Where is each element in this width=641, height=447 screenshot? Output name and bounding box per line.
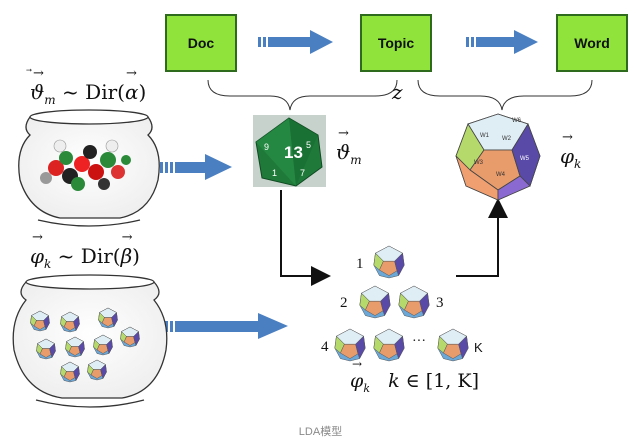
jar-topic-die xyxy=(60,311,80,333)
dice-jar-doc xyxy=(18,109,160,227)
word-die-face-w5: W5 xyxy=(520,156,530,162)
dirichlet-doc-formula: ⃗→ϑm ~ Dir(→α) xyxy=(30,66,147,107)
arrow-jar-to-topic-dice xyxy=(160,313,288,339)
topic-box: Topic xyxy=(360,14,432,72)
topic-dice-ellipsis: ··· xyxy=(412,334,426,349)
figure-caption: LDA模型 xyxy=(298,426,343,438)
doc-box: Doc xyxy=(165,14,237,72)
topic-range-formula: →φk k ∈ [1, K] xyxy=(350,357,479,395)
svg-text:5: 5 xyxy=(306,140,311,150)
d20-face-number: 13 xyxy=(284,143,303,162)
topic-die xyxy=(373,245,405,279)
colored-dice-pile xyxy=(40,139,131,191)
jar-topic-die xyxy=(120,326,140,348)
jar-topic-die xyxy=(65,336,85,358)
jar-topic-die xyxy=(36,338,56,360)
phi-k-label: →φk xyxy=(560,130,582,171)
word-die-face-w1: W1 xyxy=(480,133,490,139)
jar-topic-die xyxy=(30,310,50,332)
topic-die xyxy=(334,328,366,362)
dice-jar-topic xyxy=(12,274,168,408)
arrow-d20-to-topic-dice xyxy=(280,190,331,286)
jar-topic-die xyxy=(87,359,107,381)
jar-topic-die xyxy=(98,307,118,329)
arrow-jar-to-d20 xyxy=(160,154,232,180)
topic-dice-number-1: 1 xyxy=(356,256,364,272)
arrow-doc-to-topic xyxy=(258,30,333,54)
word-die-face-w3: W3 xyxy=(474,160,484,166)
word-die: W1 W2 W3 W4 W5 W6 xyxy=(455,113,541,201)
jar-topic-die xyxy=(93,334,113,356)
topic-dice-group xyxy=(334,245,469,362)
svg-text:9: 9 xyxy=(264,142,269,152)
brace-topic-word xyxy=(417,79,593,111)
word-die-face-w2: W2 xyxy=(502,136,512,142)
theta-m-label: →ϑm xyxy=(336,126,362,167)
topic-die xyxy=(359,285,391,319)
word-die-face-w4: W4 xyxy=(496,172,506,178)
dirichlet-topic-formula: →φk ~ Dir(→β) xyxy=(30,230,140,271)
brace-doc-topic xyxy=(207,79,398,111)
topic-die xyxy=(398,285,430,319)
topic-dice-number-4: 4 xyxy=(321,339,329,355)
topic-die xyxy=(373,328,405,362)
topic-dice-number-3: 3 xyxy=(436,295,444,311)
latent-z-label: z xyxy=(392,80,403,104)
arrow-topic-to-word xyxy=(466,30,538,54)
arrow-topic-dice-to-word-die xyxy=(456,198,508,277)
word-die-face-w6: W6 xyxy=(512,118,522,124)
d20-die: 13 9 5 1 7 xyxy=(253,115,326,187)
topic-die xyxy=(437,328,469,362)
topic-dice-number-k: K xyxy=(474,340,483,355)
small-topic-dice-in-jar xyxy=(30,307,140,383)
jar-topic-die xyxy=(60,361,80,383)
svg-text:7: 7 xyxy=(300,168,305,178)
topic-dice-number-2: 2 xyxy=(340,295,348,311)
word-box: Word xyxy=(556,14,628,72)
svg-text:1: 1 xyxy=(272,168,277,178)
